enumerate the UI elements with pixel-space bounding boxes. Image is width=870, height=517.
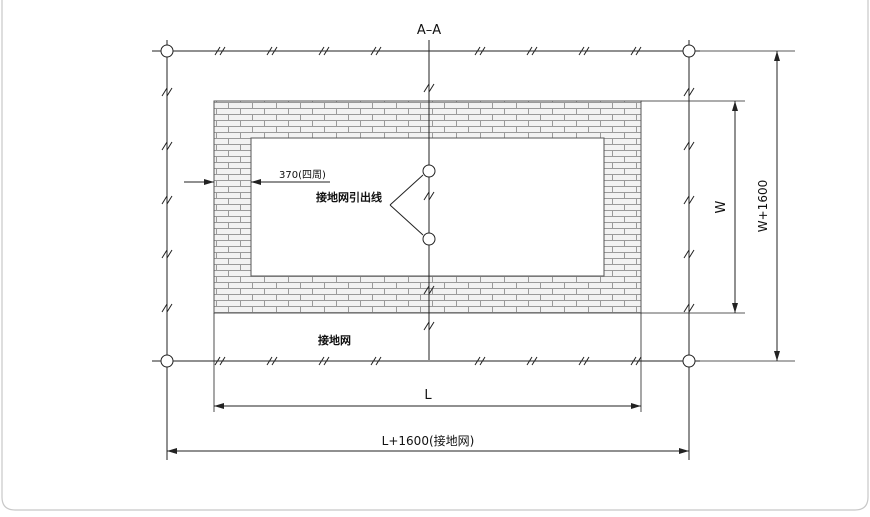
hatch-mark — [161, 303, 173, 313]
hatch-mark — [266, 46, 278, 56]
hatch-mark — [683, 303, 695, 313]
corner-electrodes — [160, 44, 696, 368]
hatch-mark — [161, 87, 173, 97]
hatch-mark — [423, 83, 435, 93]
hatch-mark — [578, 46, 590, 56]
electrode-bottom-right — [682, 354, 696, 368]
lead-leader-lines — [389, 174, 424, 236]
dim-w-total-label: W+1600 — [756, 180, 770, 232]
hatch-mark — [161, 141, 173, 151]
dim-l-total-label: L+1600(接地网) — [382, 433, 475, 448]
dim-w-label: W — [714, 200, 729, 213]
hatch-mark — [214, 46, 226, 56]
lead-point-upper — [422, 164, 436, 178]
hatch-mark — [630, 356, 642, 366]
hatch-mark — [578, 356, 590, 366]
hatch-mark — [683, 249, 695, 259]
earth-hatch-marks — [161, 46, 695, 366]
hatch-mark — [318, 356, 330, 366]
hatch-mark — [370, 356, 382, 366]
hatch-mark — [161, 195, 173, 205]
wall-thickness-label: 370(四周) — [279, 169, 326, 181]
electrode-top-left — [160, 44, 174, 58]
ground-grid-label: 接地网 — [318, 333, 351, 347]
hatch-mark — [630, 46, 642, 56]
brick-wall — [213, 100, 642, 314]
dimension-lines — [167, 51, 780, 454]
hatch-mark — [683, 87, 695, 97]
hatch-mark — [526, 46, 538, 56]
hatch-mark — [683, 195, 695, 205]
hatch-mark — [318, 46, 330, 56]
hatch-mark — [423, 321, 435, 331]
hatch-mark — [370, 46, 382, 56]
hatch-mark — [423, 285, 435, 295]
hatch-mark — [423, 191, 435, 201]
ground-lead-label: 接地网引出线 — [316, 190, 382, 204]
hatch-mark — [474, 46, 486, 56]
hatch-mark — [266, 356, 278, 366]
hatch-mark — [474, 356, 486, 366]
dim-l-label: L — [424, 388, 432, 403]
hatch-mark — [214, 356, 226, 366]
hatch-mark — [683, 141, 695, 151]
hatch-mark — [526, 356, 538, 366]
section-label: A–A — [417, 23, 441, 38]
electrode-top-right — [682, 44, 696, 58]
hatch-mark — [161, 249, 173, 259]
lead-point-lower — [422, 232, 436, 246]
electrode-bottom-left — [160, 354, 174, 368]
